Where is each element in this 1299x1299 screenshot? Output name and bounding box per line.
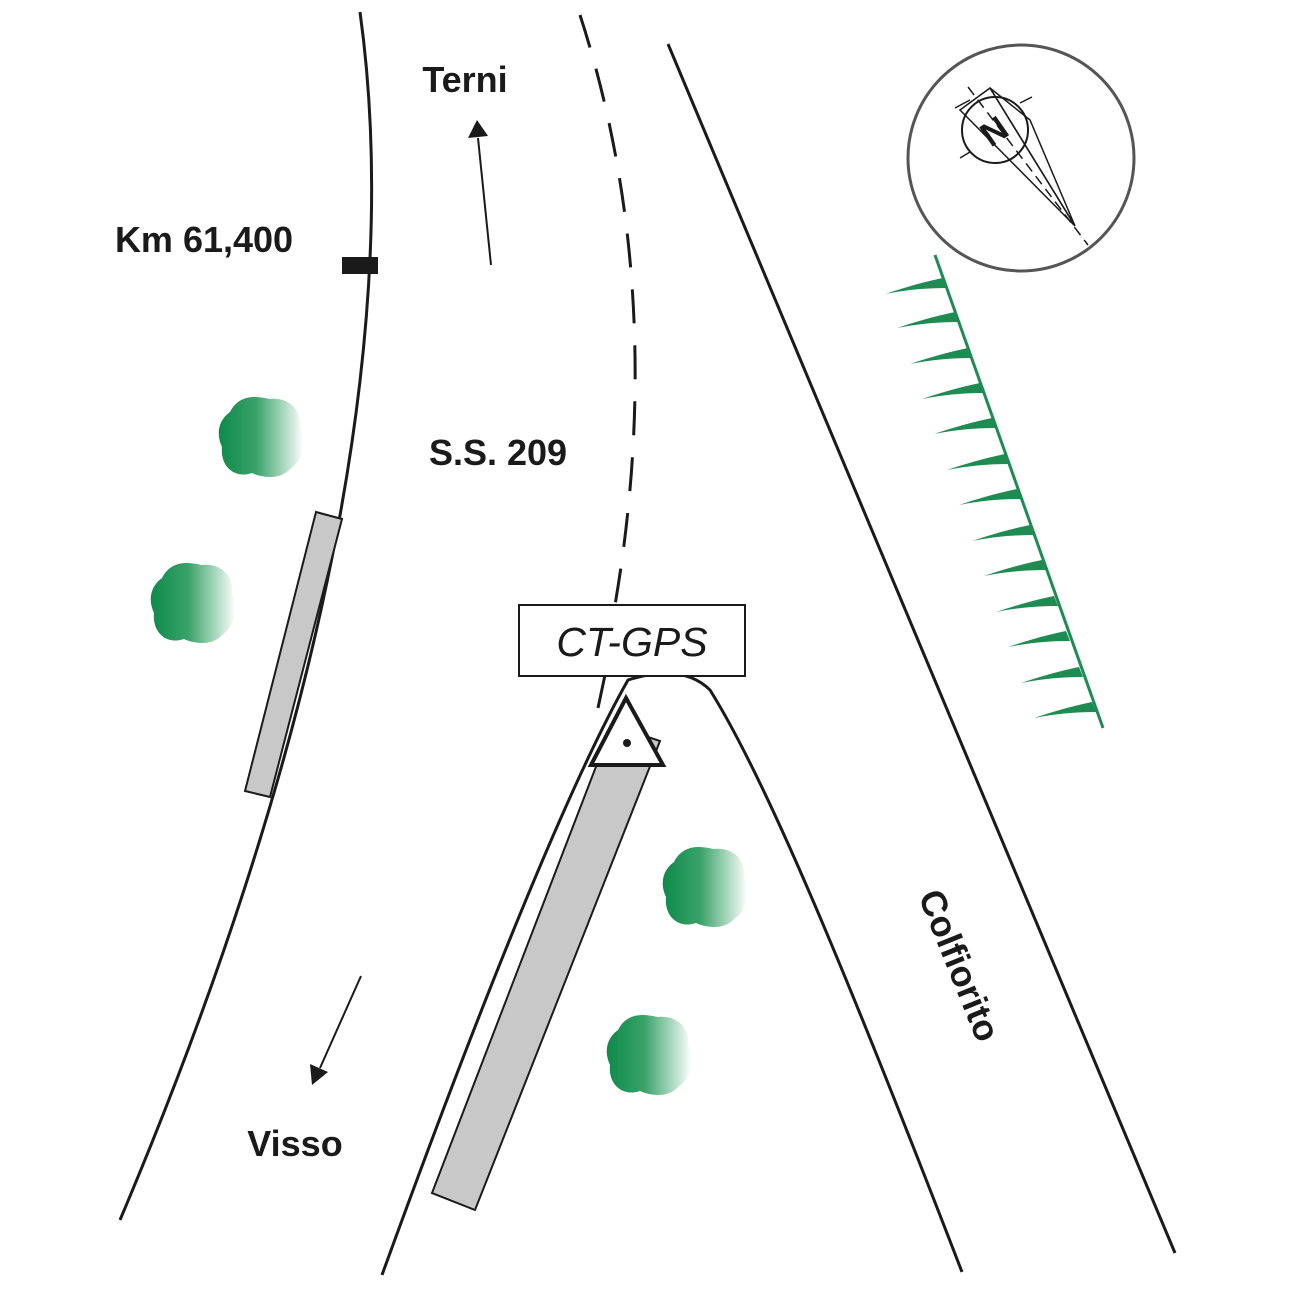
gps-station-triangle-icon	[587, 693, 667, 767]
building-west	[243, 510, 344, 799]
road-center-dashed-line	[578, 14, 637, 606]
arrow-to-terni-icon	[468, 120, 492, 266]
tree-icon	[218, 396, 304, 477]
tree-icon	[662, 846, 748, 927]
km-marker-post	[342, 257, 378, 274]
label-road: S.S. 209	[429, 432, 567, 473]
arrow-to-visso-icon	[310, 975, 362, 1085]
tree-icon	[150, 562, 236, 643]
station-label-box	[518, 604, 746, 677]
road-center-dashed-line-lower	[596, 674, 607, 709]
label-colfiorito: Colfiorito	[911, 883, 1009, 1047]
building-median	[430, 723, 662, 1212]
road-east-edge	[666, 43, 1177, 1254]
tree-icon	[606, 1014, 692, 1095]
north-arrow-icon: N	[906, 43, 1136, 273]
station-label: CT-GPS	[556, 619, 707, 665]
label-km-marker: Km 61,400	[115, 219, 293, 260]
label-terni: Terni	[422, 59, 507, 100]
slope-hachure-icon	[885, 254, 1105, 729]
label-visso: Visso	[247, 1123, 342, 1164]
